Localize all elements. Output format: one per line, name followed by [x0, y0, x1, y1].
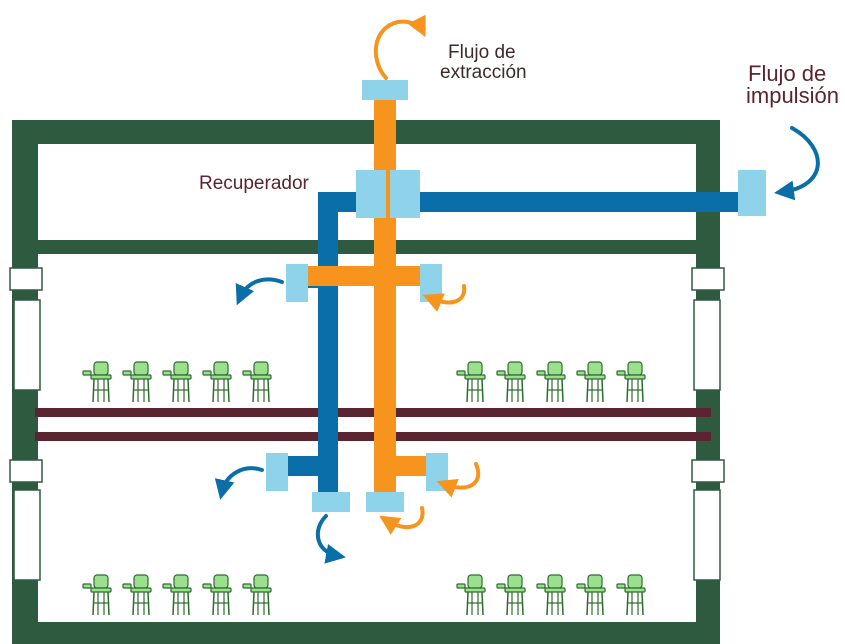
chair — [162, 574, 192, 616]
upper-supply-vent — [286, 264, 308, 302]
chair — [496, 361, 526, 403]
recuperator-right-box — [390, 170, 420, 218]
supply-label-line2: impulsión — [746, 83, 839, 108]
wall-top — [12, 120, 720, 144]
supply-label-line1: Flujo de — [748, 61, 826, 86]
upper-supply-outlet-arrow — [235, 277, 284, 306]
lower-supply-side-arrow — [214, 466, 264, 500]
supply-intake-vent — [738, 170, 766, 216]
supply-intake-arrow — [774, 126, 820, 201]
chairs-lower-left — [82, 574, 272, 616]
lower-extract-side-arrow — [436, 462, 481, 498]
window-right-upper-top — [691, 267, 725, 291]
window-left-upper — [13, 299, 41, 391]
chair — [162, 361, 192, 403]
windows — [9, 267, 725, 581]
extraction-outlet-vent — [362, 80, 408, 100]
lower-extract-bottom-arrow — [379, 506, 425, 535]
floor-beams — [35, 408, 711, 441]
lower-extract-vent-bottom — [366, 492, 404, 512]
chair — [536, 361, 566, 403]
chair — [616, 361, 646, 403]
chair — [122, 574, 152, 616]
window-left-upper-top — [9, 267, 43, 291]
lower-supply-bottom-arrow — [315, 514, 346, 564]
window-right-lower-top — [691, 459, 725, 483]
recuperator-label: Recuperador — [199, 173, 310, 194]
window-right-lower — [693, 489, 721, 581]
window-right-upper — [693, 299, 721, 391]
chair — [616, 574, 646, 616]
vents — [266, 80, 766, 512]
window-left-lower-top — [9, 459, 43, 483]
beam-lower — [35, 432, 711, 441]
window-left-lower — [13, 489, 41, 581]
chairs-lower-right — [456, 574, 646, 616]
ceiling-slab — [38, 240, 696, 254]
chairs-upper-right — [456, 361, 646, 403]
chair — [456, 574, 486, 616]
chair — [576, 361, 606, 403]
upper-extract-vent — [420, 264, 442, 302]
chair — [242, 574, 272, 616]
chair — [242, 361, 272, 403]
lower-supply-vent-side — [266, 453, 288, 491]
chair — [202, 574, 232, 616]
chair — [122, 361, 152, 403]
wall-bottom — [12, 622, 720, 644]
flow-arrows — [214, 14, 820, 564]
chairs-upper-left — [82, 361, 272, 403]
recuperator-left-box — [356, 170, 386, 218]
extraction-label-line1: Flujo de — [448, 42, 516, 63]
lower-supply-vent-bottom — [312, 492, 350, 512]
chair — [82, 361, 112, 403]
extraction-label-line2: extracción — [440, 62, 527, 83]
chair — [576, 574, 606, 616]
beam-upper — [35, 408, 711, 417]
chair — [82, 574, 112, 616]
extraction-exit-arrow — [373, 14, 426, 80]
chair — [202, 361, 232, 403]
chair — [496, 574, 526, 616]
supply-duct — [282, 192, 750, 496]
chair — [536, 574, 566, 616]
chair — [456, 361, 486, 403]
upper-extract-inlet-arrow — [422, 284, 467, 312]
